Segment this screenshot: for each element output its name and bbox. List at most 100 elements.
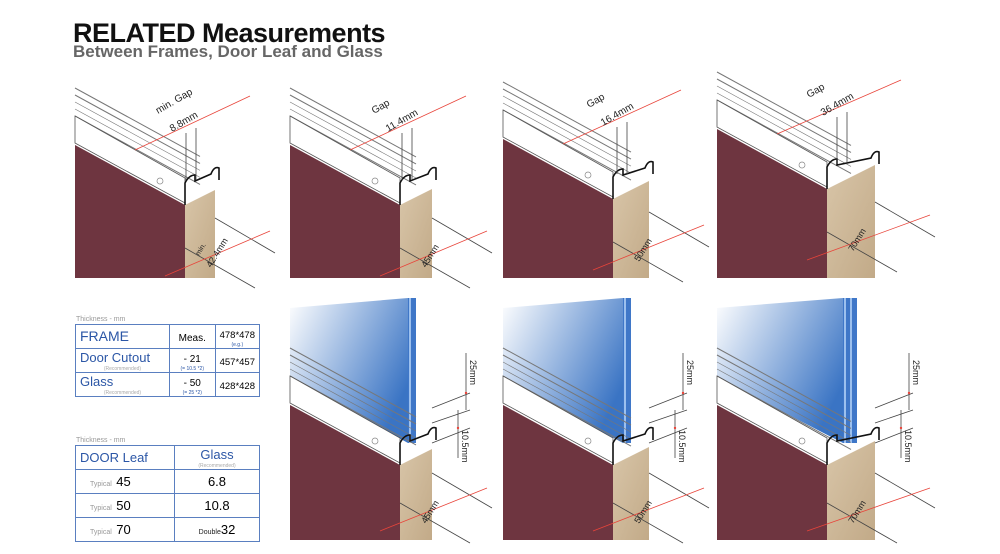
thickness-extension bbox=[874, 472, 936, 509]
page-subtitle: Between Frames, Door Leaf and Glass bbox=[73, 42, 383, 61]
thickness-dimension-line bbox=[592, 224, 705, 271]
row-leaf: 45 bbox=[116, 473, 131, 489]
frame-rail-line bbox=[289, 101, 417, 172]
row-size: 457*457 bbox=[219, 356, 255, 368]
gap-dimension-line bbox=[562, 89, 682, 145]
dim-extension bbox=[431, 427, 471, 444]
frame-rail-line bbox=[289, 87, 417, 158]
door-edge-wood bbox=[827, 165, 875, 278]
row-prefix: Typical bbox=[90, 504, 112, 512]
door-edge-wood bbox=[613, 447, 649, 540]
dim-extension bbox=[874, 392, 914, 409]
dimension-25: 25mm bbox=[468, 360, 478, 385]
thickness-extension bbox=[184, 247, 256, 289]
gap-value: 8.8mm bbox=[168, 110, 200, 135]
row-sub: (Recommended) bbox=[103, 390, 142, 396]
glass-edge bbox=[623, 298, 631, 443]
door-face bbox=[503, 139, 613, 278]
dim-extension bbox=[648, 427, 688, 444]
head-leaf: DOOR Leaf bbox=[80, 449, 148, 465]
gap-value: 16.4mm bbox=[599, 101, 636, 129]
door-edge-wood bbox=[827, 441, 875, 540]
dim-tick bbox=[681, 391, 685, 395]
frame-rail-line bbox=[289, 347, 417, 418]
head-glass: Glass bbox=[200, 447, 234, 462]
dim-extension bbox=[648, 392, 688, 409]
door-face bbox=[717, 129, 827, 278]
frame-rail-line bbox=[74, 101, 201, 171]
screw-hole bbox=[371, 437, 379, 445]
row-size: 428*428 bbox=[219, 380, 255, 392]
dimension-10-5: 10.5mm bbox=[677, 430, 687, 463]
frame-rail-line bbox=[502, 95, 632, 167]
screw-hole bbox=[584, 171, 592, 179]
frame-rail-line bbox=[502, 347, 632, 419]
row-meas: - 21 bbox=[183, 354, 201, 365]
thickness-extension bbox=[648, 472, 710, 509]
frame-rail-line bbox=[502, 361, 632, 433]
frame-rail-line bbox=[502, 102, 632, 174]
row-prefix: Typical bbox=[90, 480, 112, 488]
gap-value: 36.4mm bbox=[819, 91, 856, 119]
gap-label: Gap bbox=[370, 97, 392, 116]
door-face bbox=[717, 405, 827, 540]
frame-rail-line bbox=[289, 108, 417, 179]
thickness-extension bbox=[826, 231, 898, 273]
screw-hole bbox=[156, 177, 164, 185]
screw-hole bbox=[798, 437, 806, 445]
glass-face bbox=[503, 298, 623, 443]
thickness-dimension-line bbox=[806, 487, 931, 532]
thickness-extension bbox=[399, 502, 471, 544]
frame-rail-line bbox=[289, 354, 417, 425]
row-leaf: 50 bbox=[116, 497, 131, 513]
dimension-10-5: 10.5mm bbox=[903, 430, 913, 463]
frame-rail-line bbox=[74, 87, 201, 157]
row-meas: - 50 bbox=[183, 378, 201, 389]
dim-tick bbox=[464, 391, 468, 395]
thickness-dimension-line bbox=[164, 230, 271, 277]
dimension-10-5: 10.5mm bbox=[460, 430, 470, 463]
door-face bbox=[290, 145, 400, 278]
door-face bbox=[290, 405, 400, 540]
door-edge-wood bbox=[613, 181, 649, 278]
thickness-dimension-line bbox=[379, 487, 488, 532]
dim-extension bbox=[648, 409, 688, 424]
thickness-extension bbox=[431, 217, 493, 254]
frame-rail-line bbox=[716, 92, 852, 167]
frame-table: FRAME Meas. 478*478(e.g.)Door Cutout(Rec… bbox=[75, 324, 261, 397]
dimension-25: 25mm bbox=[911, 360, 921, 385]
frame-table-row: Door Cutout(Recommended) - 21(= 10.5 *2)… bbox=[75, 348, 261, 373]
glass-edge-highlight bbox=[624, 298, 626, 443]
row-sub: (Recommended) bbox=[103, 366, 142, 372]
row-prefix: Typical bbox=[90, 528, 112, 536]
thickness-extension bbox=[648, 211, 710, 248]
glass-edge-highlight bbox=[409, 298, 411, 443]
door-face bbox=[503, 405, 613, 540]
frame-rail-line bbox=[74, 108, 201, 178]
frame-rail-line bbox=[289, 361, 417, 432]
row-glass: 6.8 bbox=[207, 473, 227, 489]
thickness-extension bbox=[612, 241, 684, 283]
screw-hole bbox=[584, 437, 592, 445]
door-face bbox=[75, 145, 185, 278]
row-size-sub: (e.g.) bbox=[231, 342, 244, 348]
door-edge-wood bbox=[400, 449, 432, 540]
dim-extension bbox=[431, 392, 471, 409]
dim-extension bbox=[874, 427, 914, 444]
leaf-table-row: Typical 45 6.8 bbox=[75, 469, 260, 494]
gap-dimension-line bbox=[349, 95, 467, 151]
dim-tick bbox=[907, 391, 911, 395]
frame-profile-outline bbox=[826, 150, 880, 189]
frame-profile-outline bbox=[399, 426, 437, 465]
frame-rail-line bbox=[289, 368, 417, 439]
gap-value: 11.4mm bbox=[384, 107, 420, 134]
frame-rail-line bbox=[716, 368, 852, 443]
frame-profile-outline bbox=[612, 426, 654, 465]
